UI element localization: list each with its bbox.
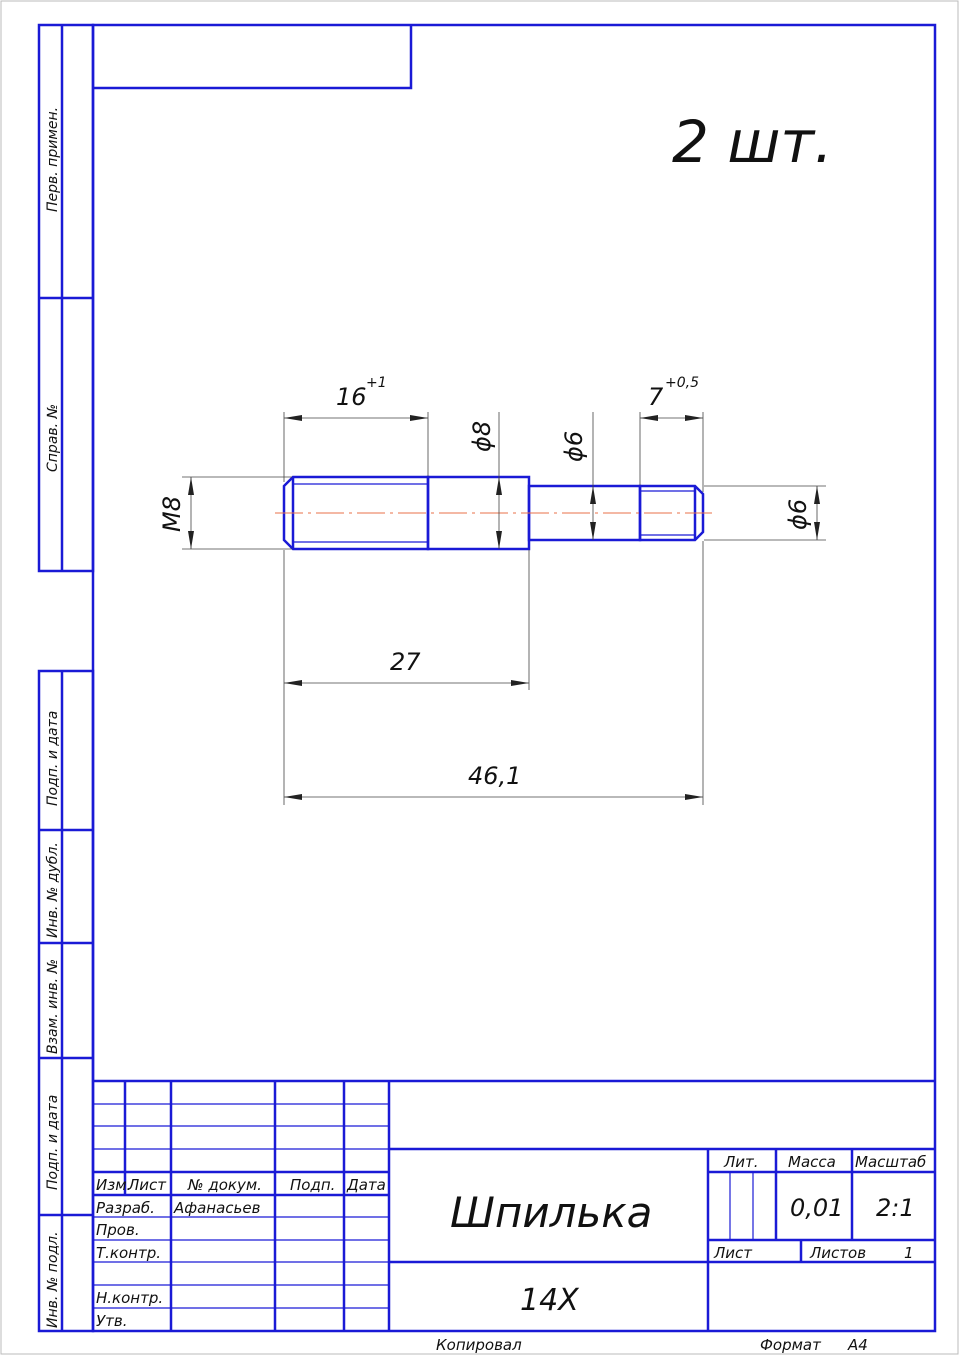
scale-value: 2:1 bbox=[876, 1194, 915, 1222]
hdr-data: Дата bbox=[346, 1176, 386, 1194]
dim-7-tol: +0,5 bbox=[665, 375, 699, 391]
stamp-podp-data-1: Подп. и дата bbox=[45, 711, 61, 806]
footer-format: A4 bbox=[847, 1336, 868, 1354]
sheet-label: Лист bbox=[713, 1244, 753, 1262]
dim-dia8: ϕ8 bbox=[468, 421, 496, 452]
hdr-doc: № докум. bbox=[187, 1176, 262, 1194]
quantity-note: 2 шт. bbox=[672, 108, 833, 176]
dim-7: 7 bbox=[648, 383, 664, 411]
footer-copied: Копировал bbox=[436, 1336, 522, 1354]
stamp-perv-primen: Перв. примен. bbox=[45, 107, 61, 212]
sheets-label: Листов bbox=[809, 1244, 866, 1262]
row-nkontr: Н.контр. bbox=[96, 1289, 163, 1307]
dim-16-tol: +1 bbox=[366, 375, 387, 391]
dim-m8: M8 bbox=[158, 496, 186, 532]
dim-46-1: 46,1 bbox=[468, 762, 521, 790]
hdr-podp: Подп. bbox=[290, 1176, 335, 1194]
main-frame bbox=[91, 23, 937, 1333]
part-material: 14Х bbox=[520, 1283, 580, 1318]
sheets-value: 1 bbox=[904, 1244, 914, 1262]
dim-dia6-neck: ϕ6 bbox=[560, 431, 588, 462]
row-utv: Утв. bbox=[96, 1312, 128, 1330]
scale-label: Масштаб bbox=[855, 1153, 926, 1171]
stamp-inv-dubl: Инв. № дубл. bbox=[45, 842, 61, 938]
part-name: Шпилька bbox=[450, 1188, 652, 1237]
hdr-izm: Изм. bbox=[96, 1176, 131, 1194]
left-side-stamps bbox=[37, 23, 95, 1333]
dim-dia6-right: ϕ6 bbox=[784, 499, 812, 530]
hdr-list: Лист bbox=[127, 1176, 167, 1194]
footer-format-label: Формат bbox=[760, 1336, 822, 1354]
title-block bbox=[93, 1079, 935, 1331]
dim-16: 16 bbox=[336, 383, 367, 411]
dimension-lines bbox=[182, 412, 826, 805]
lit-label: Лит. bbox=[723, 1153, 759, 1171]
stud-part bbox=[275, 475, 712, 551]
stamp-vzam-inv: Взам. инв. № bbox=[45, 959, 61, 1054]
row-razrab: Разраб. bbox=[96, 1199, 155, 1217]
row-tkontr: Т.контр. bbox=[96, 1244, 161, 1262]
top-left-stamp bbox=[93, 25, 413, 90]
stamp-inv-podl: Инв. № подл. bbox=[45, 1231, 61, 1328]
dim-27: 27 bbox=[390, 648, 421, 676]
stamp-sprav-no: Справ. № bbox=[45, 404, 61, 472]
stamp-podp-data-2: Подп. и дата bbox=[45, 1095, 61, 1190]
row-prov: Пров. bbox=[96, 1221, 140, 1239]
razrab-name: Афанасьев bbox=[173, 1199, 261, 1217]
mass-value: 0,01 bbox=[790, 1194, 843, 1222]
mass-label: Масса bbox=[788, 1153, 836, 1171]
